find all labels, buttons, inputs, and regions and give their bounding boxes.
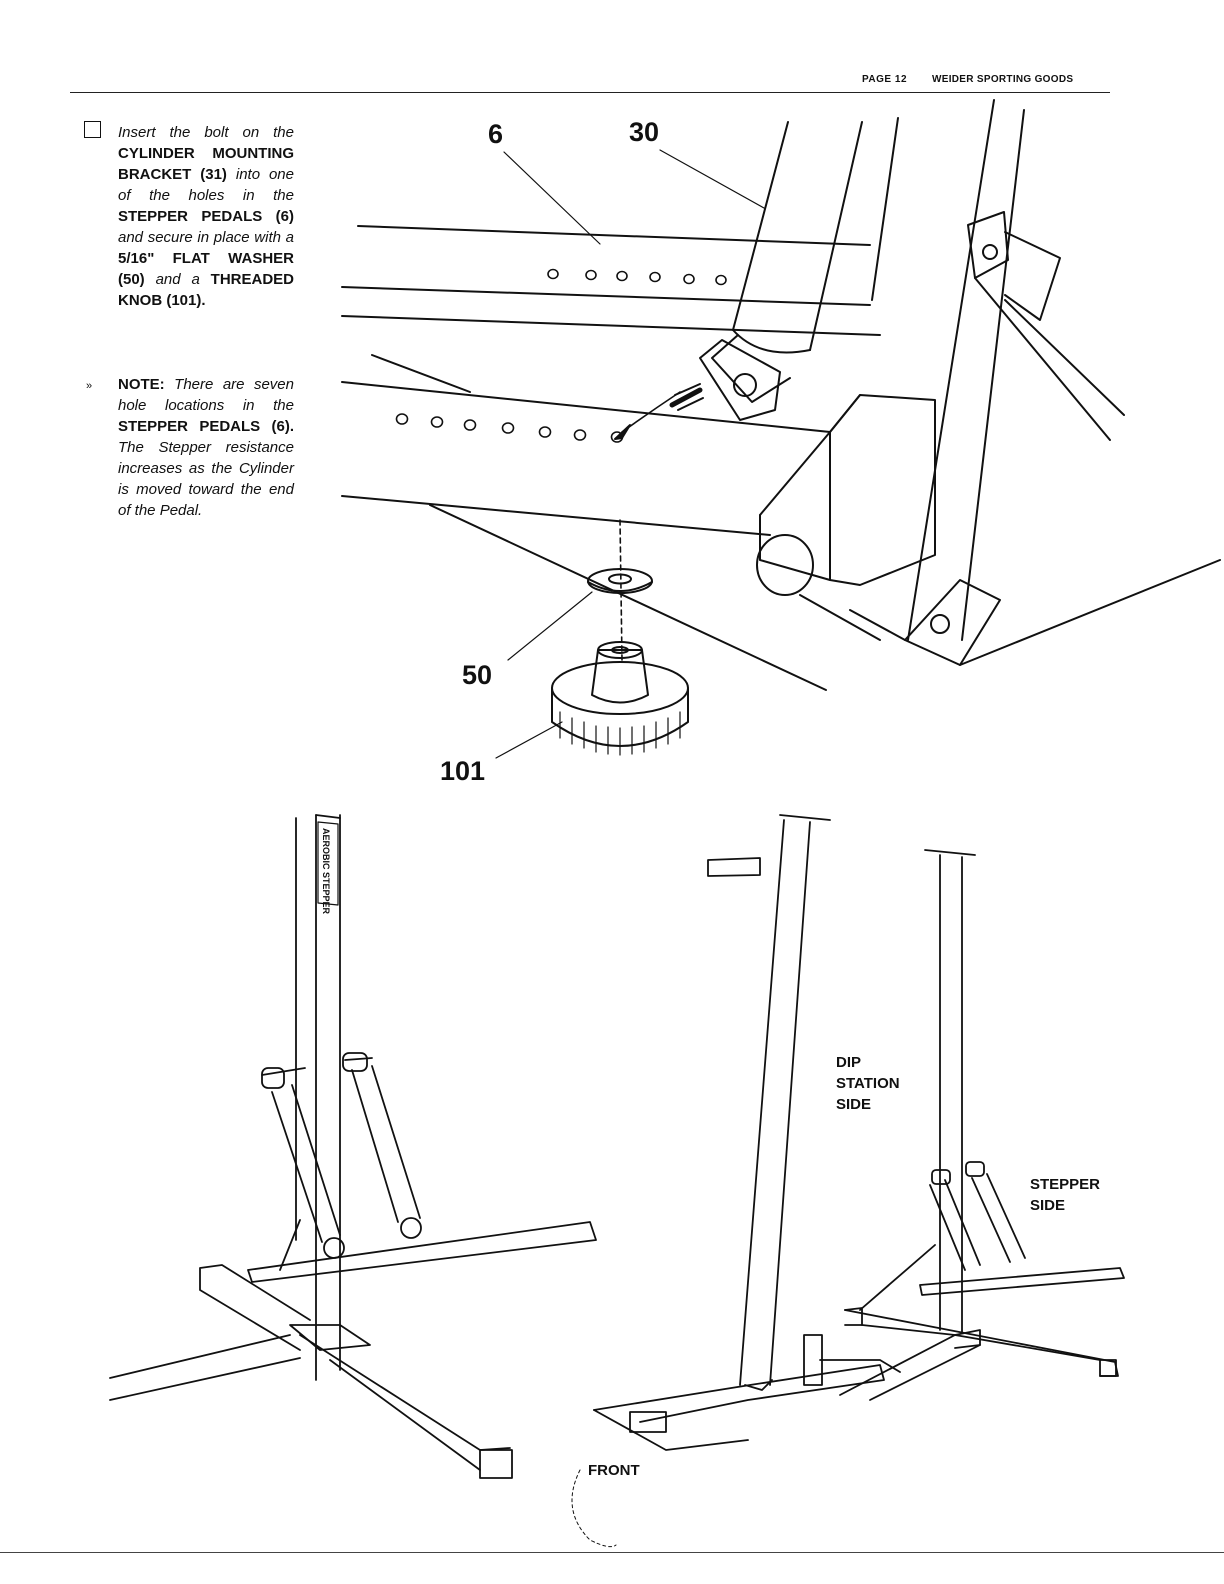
aerobic-stepper-decal: AEROBIC STEPPER: [321, 828, 331, 915]
part-name-bracket: CYLINDER MOUNTING BRACKET (31): [118, 145, 294, 183]
footer-divider: [0, 1552, 1224, 1553]
page-number: PAGE 12: [862, 74, 907, 85]
brand-name: WEIDER SPORTING GOODS: [932, 74, 1074, 85]
instruction-text: Insert the bolt on the: [118, 124, 294, 141]
dip-station-post: [779, 814, 831, 821]
note-paragraph: NOTE: There are seven hole locations in …: [118, 374, 294, 521]
base-plate: [904, 579, 1001, 666]
callout-30: 30: [629, 117, 659, 147]
pedal-lower-edge: [341, 381, 831, 433]
instruction-text: and secure in place with a: [118, 229, 294, 246]
pedal-upper-edge: [357, 225, 871, 246]
pedal-holes-lower: [395, 413, 624, 443]
step-instruction: Insert the bolt on the CYLINDER MOUNTING…: [118, 122, 294, 311]
cylinder-body: [732, 121, 789, 331]
stepper-post: [924, 849, 976, 856]
note-text: There are seven hole locations in the: [118, 376, 294, 414]
pedal-lower-edge: [371, 354, 471, 393]
stepper-side-label: STEPPER SIDE: [1030, 1176, 1101, 1214]
pedal-holes-upper: [547, 268, 727, 286]
part-name-washer: 5/16" FLAT WASHER (50): [118, 250, 294, 288]
frame-tube: [829, 394, 936, 586]
callout-leader: [503, 151, 601, 245]
right-cylinder: [971, 1173, 1026, 1263]
left-base-rail: [109, 1334, 301, 1401]
pedal-lower-edge: [429, 504, 827, 691]
tube-end-cap: [756, 534, 814, 596]
frame-post: [871, 117, 899, 301]
pedal-upper-edge: [341, 286, 871, 306]
part-name-pedals: STEPPER PEDALS (6).: [118, 418, 294, 435]
note-text: The Stepper resistance increases as the …: [118, 439, 294, 519]
dip-station-label: DIP STATION SIDE: [836, 1054, 900, 1113]
callout-leader: [507, 591, 593, 661]
note-label: NOTE:: [118, 376, 165, 393]
bracket-hole: [733, 373, 757, 397]
step-checkbox[interactable]: [84, 121, 101, 138]
callout-leader: [659, 149, 765, 209]
part-name-pedals: STEPPER PEDALS (6): [118, 208, 294, 225]
note-bullet-icon: »: [86, 380, 93, 392]
callout-leader: [495, 721, 563, 759]
callout-6: 6: [488, 119, 503, 149]
frame-post: [907, 99, 995, 641]
right-cylinder: [929, 1179, 981, 1271]
header-divider: [70, 92, 1110, 93]
flat-washer: [587, 568, 653, 594]
pedal-lower-edge: [341, 495, 771, 536]
part-name-knob: THREADED KNOB (101).: [118, 271, 295, 309]
right-pedal: [919, 1267, 1125, 1296]
front-label: FRONT: [588, 1462, 640, 1479]
callout-50: 50: [462, 660, 492, 690]
left-base-leg: [299, 1334, 511, 1471]
left-pedal: [247, 1221, 597, 1283]
instruction-text: and a: [155, 271, 200, 288]
assembly-guide-line: [619, 519, 623, 661]
callout-101: 101: [440, 756, 485, 786]
left-cylinder: [351, 1065, 421, 1223]
cylinder-body: [809, 121, 863, 351]
left-cylinder: [271, 1084, 341, 1243]
mounting-bracket: [699, 339, 781, 421]
frame-post: [961, 109, 1025, 641]
pedal-upper-edge: [341, 315, 881, 336]
instruction-text: into one of the holes in the: [118, 166, 294, 204]
